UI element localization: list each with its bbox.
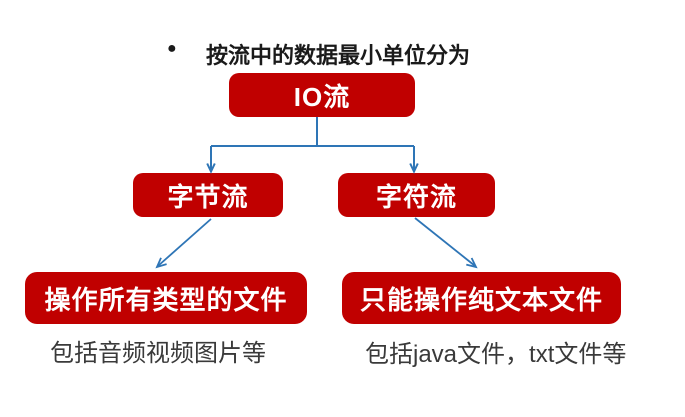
diagram-title: 按流中的数据最小单位分为 [206, 43, 471, 68]
arrowhead-char-files [466, 257, 478, 269]
node-byte-files: 操作所有类型的文件 [25, 272, 307, 324]
caption-byte-examples: 包括音频视频图片等 [50, 340, 266, 367]
arrow-char-to-files [414, 217, 476, 267]
node-char-stream: 字符流 [338, 173, 495, 217]
caption-char-examples: 包括java文件，txt文件等 [365, 341, 627, 368]
arrow-byte-to-files [157, 218, 212, 267]
arrowhead-char-stream [409, 163, 419, 174]
node-char-files: 只能操作纯文本文件 [342, 272, 621, 324]
arrowhead-byte-files [155, 257, 167, 269]
arrowhead-byte-stream [206, 163, 216, 174]
node-io-stream: IO流 [229, 73, 415, 117]
bullet-icon: ● [167, 40, 177, 57]
node-byte-stream: 字节流 [133, 173, 283, 217]
